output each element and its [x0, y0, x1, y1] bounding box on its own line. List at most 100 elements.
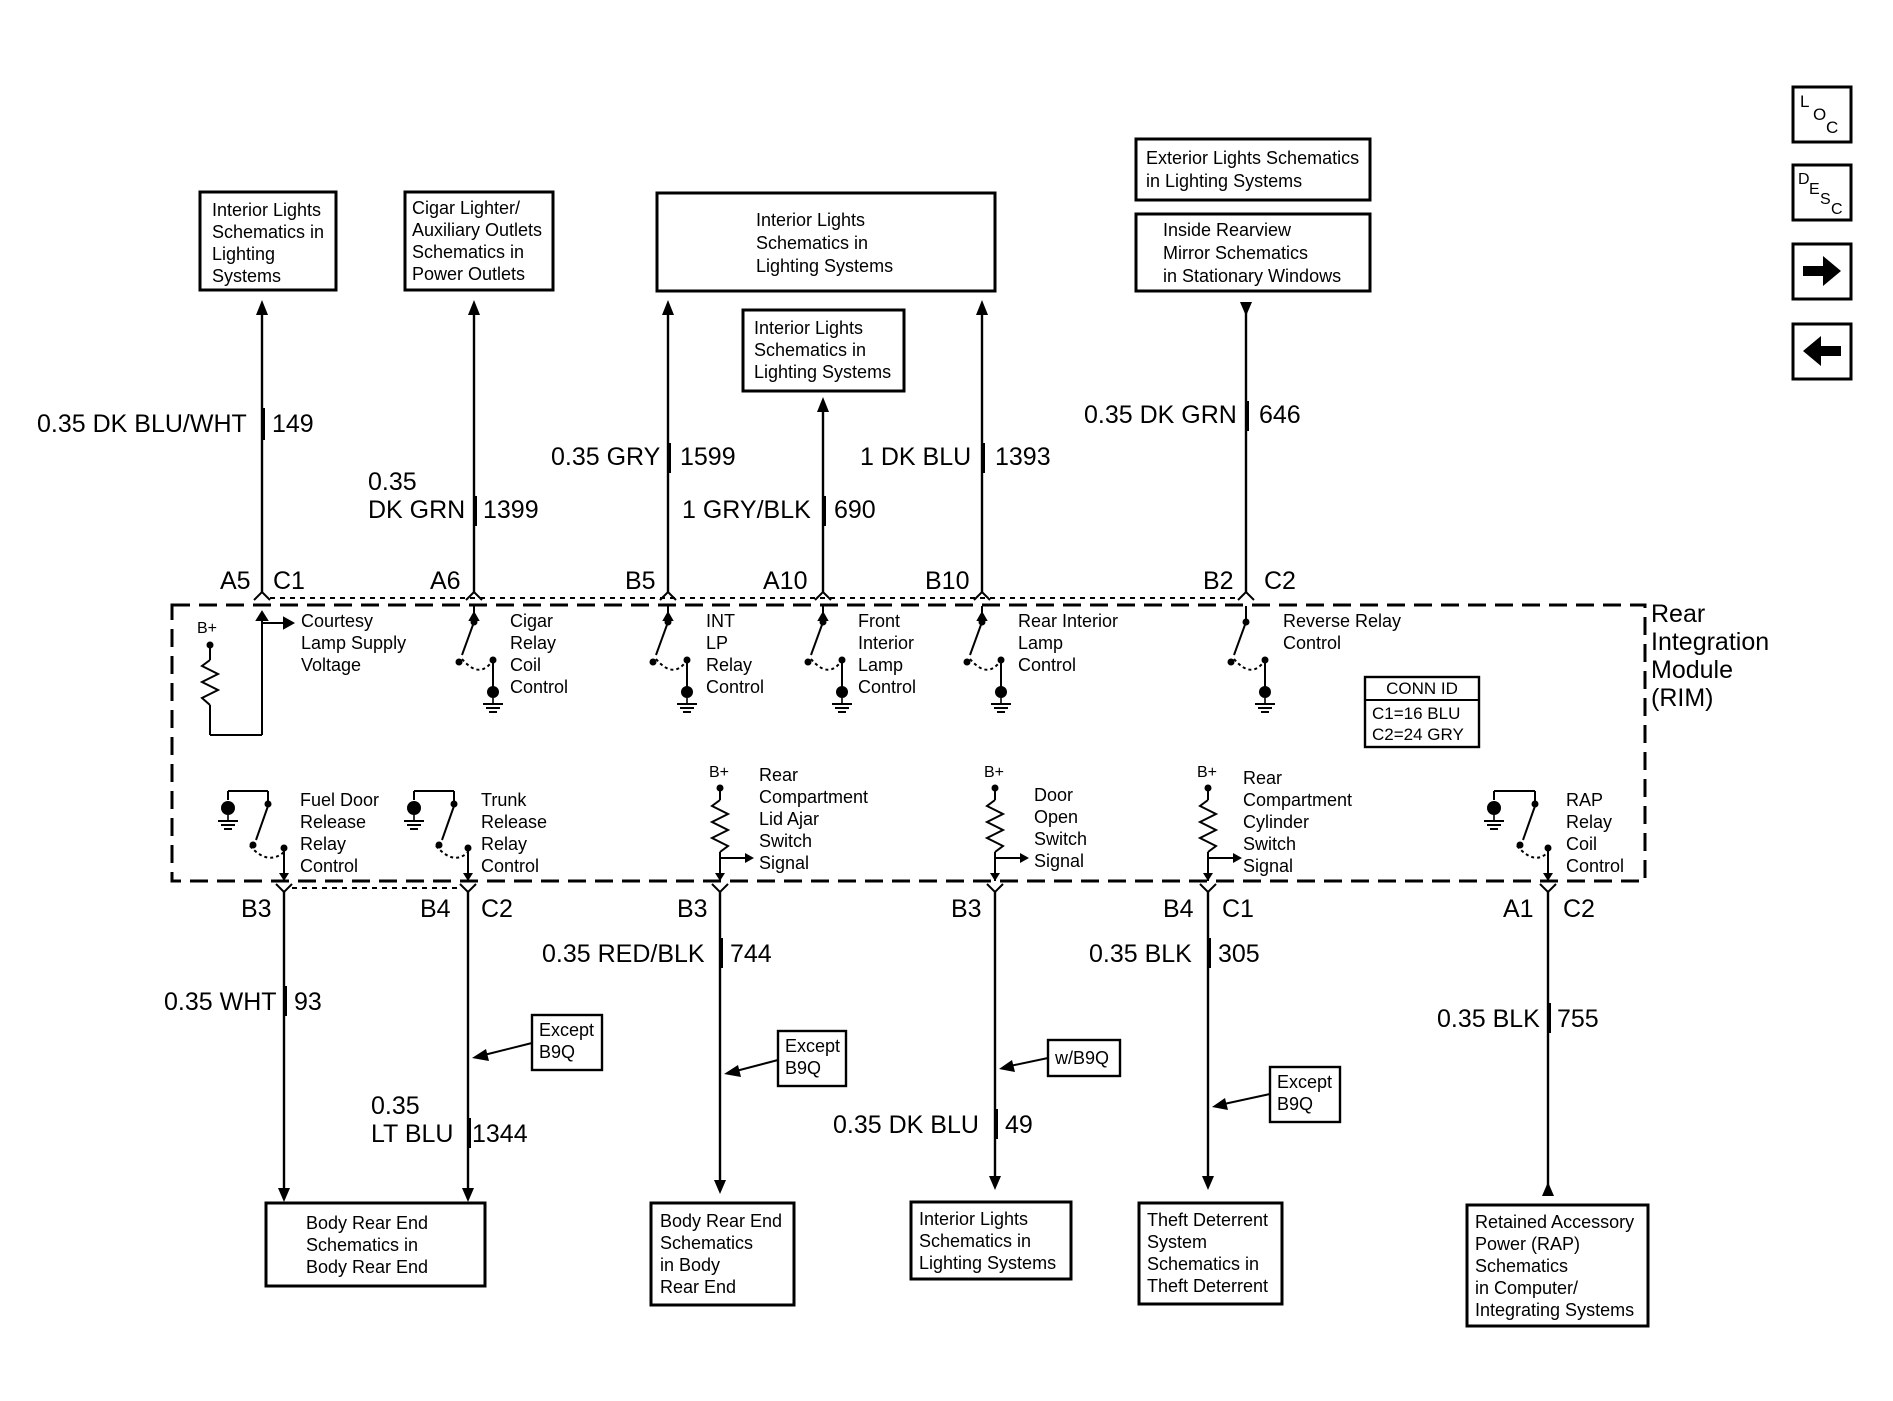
box-line: Body Rear End	[660, 1211, 782, 1231]
box-line: Schematics in	[919, 1231, 1031, 1251]
previous-page-button[interactable]	[1791, 322, 1853, 381]
b-plus-label: B+	[984, 764, 1004, 781]
bottom-connector	[275, 883, 1557, 894]
circuit-number: 49	[1005, 1111, 1033, 1139]
wire-gauge-color: 1 DK BLU	[860, 443, 971, 471]
arrow-up-icon	[817, 397, 829, 412]
desc-button[interactable]: D E S C	[1791, 163, 1853, 222]
pin-label: B2	[1203, 567, 1234, 595]
conn-id-title: CONN ID	[1386, 679, 1458, 698]
pin-label: B3	[677, 895, 708, 923]
bottom-box-body-rear-end-1[interactable]: Body Rear End Schematics in Body Rear En…	[264, 1201, 487, 1288]
arrow-down-icon	[278, 1188, 290, 1202]
box-line: Schematics in	[756, 233, 868, 253]
function-label: Rear Interior	[1018, 611, 1118, 631]
upper-function-labels: Courtesy Lamp Supply Voltage Cigar Relay…	[301, 611, 1401, 697]
bottom-wire-lines	[282, 892, 1550, 1190]
function-label: Fuel Door	[300, 790, 379, 810]
function-label: Cylinder	[1243, 812, 1309, 832]
bottom-box-interior-lights[interactable]: Interior Lights Schematics in Lighting S…	[909, 1200, 1073, 1281]
rim-module-outline	[170, 603, 1647, 883]
bottom-wire-labels: 0.35 WHT 93 0.35 LT BLU 1344 0.35 RED/BL…	[164, 940, 1599, 1148]
wire-gauge-color: 1 GRY/BLK	[682, 496, 811, 524]
top-box-interior-lights-2[interactable]: Interior Lights Schematics in Lighting S…	[655, 191, 997, 293]
function-label: LP	[706, 633, 728, 653]
pin-label: B4	[1163, 895, 1194, 923]
bottom-arrowheads	[278, 1176, 1554, 1202]
bottom-box-rap-schematics[interactable]: Retained Accessory Power (RAP) Schematic…	[1465, 1203, 1650, 1328]
function-label: Open	[1034, 807, 1078, 827]
box-line: Inside Rearview	[1163, 220, 1292, 240]
module-name-line: (RIM)	[1651, 684, 1713, 712]
next-page-button[interactable]	[1791, 242, 1853, 301]
box-line: Retained Accessory	[1475, 1212, 1634, 1232]
loc-letter: O	[1813, 105, 1826, 124]
left-arrow-icon	[1803, 336, 1841, 366]
note-except-b9q-1: Except B9Q	[472, 1013, 604, 1072]
connector-label: C1	[273, 567, 305, 595]
function-label: Cigar	[510, 611, 553, 631]
b-plus-node	[206, 641, 214, 649]
circuit-number: 1393	[995, 443, 1051, 471]
function-label: Signal	[759, 853, 809, 873]
box-line: Integrating Systems	[1475, 1300, 1634, 1320]
box-line: Auxiliary Outlets	[412, 220, 542, 240]
loc-letter: C	[1826, 118, 1838, 137]
courtesy-lamp-circuit	[199, 610, 296, 736]
circuit-number: 744	[730, 940, 772, 968]
function-label: Switch	[759, 831, 812, 851]
top-box-interior-lights-1[interactable]: Interior Lights Schematics in Lighting S…	[198, 190, 338, 292]
function-label: Courtesy	[301, 611, 373, 631]
top-wire-labels: 0.35 DK BLU/WHT 149 0.35 DK GRN 1399 0.3…	[37, 401, 1301, 524]
box-line: in Body	[660, 1255, 720, 1275]
label-divider-lines	[263, 401, 1249, 526]
function-label: Release	[300, 812, 366, 832]
arrow-down-icon	[714, 1180, 726, 1194]
desc-letter: C	[1831, 201, 1843, 218]
note-line: w/B9Q	[1054, 1048, 1109, 1068]
function-label: RAP	[1566, 790, 1603, 810]
function-label: Front	[858, 611, 900, 631]
arrow-left-icon	[724, 1065, 741, 1077]
module-name: Rear Integration Module (RIM)	[1651, 600, 1769, 712]
pin-label: A1	[1503, 895, 1534, 923]
function-label: Rear	[759, 765, 798, 785]
loc-button[interactable]: L O C	[1791, 85, 1853, 144]
function-label: Signal	[1243, 856, 1293, 876]
bottom-box-body-rear-end-2[interactable]: Body Rear End Schematics in Body Rear En…	[649, 1201, 796, 1307]
top-box-exterior-lights[interactable]: Exterior Lights Schematics in Lighting S…	[1134, 137, 1372, 202]
function-label: Relay	[300, 834, 346, 854]
bottom-box-theft-deterrent[interactable]: Theft Deterrent System Schematics in The…	[1137, 1201, 1284, 1306]
function-label: Control	[1566, 856, 1624, 876]
switch-signal-resistors	[709, 788, 1233, 881]
box-line: Body Rear End	[306, 1257, 428, 1277]
lower-function-labels: Fuel Door Release Relay Control Trunk Re…	[300, 765, 1624, 876]
bottom-pin-labels: B3 B4 C2 B3 B3 B4 C1 A1 C2	[241, 895, 1595, 923]
box-line: in Stationary Windows	[1163, 266, 1341, 286]
function-label: Release	[481, 812, 547, 832]
conn-id-box: CONN ID C1=16 BLU C2=24 GRY	[1363, 675, 1481, 749]
desc-letter: D	[1798, 171, 1810, 188]
function-label: Lamp	[858, 655, 903, 675]
top-box-interior-lights-3[interactable]: Interior Lights Schematics in Lighting S…	[741, 308, 906, 393]
top-box-cigar-lighter[interactable]: Cigar Lighter/ Auxiliary Outlets Schemat…	[403, 190, 555, 292]
function-label: Switch	[1243, 834, 1296, 854]
box-line: in Computer/	[1475, 1278, 1578, 1298]
module-name-line: Module	[1651, 656, 1733, 684]
circuit-number: 755	[1557, 1005, 1599, 1033]
box-line: Schematics in	[212, 222, 324, 242]
box-line: Mirror Schematics	[1163, 243, 1308, 263]
top-arrowheads	[256, 300, 1252, 412]
top-connector	[253, 590, 1255, 601]
switch-signal-nodes	[715, 784, 1242, 881]
box-line: Power Outlets	[412, 264, 525, 284]
conn-id-line: C1=16 BLU	[1372, 704, 1460, 723]
ground-symbols-upper	[482, 686, 1276, 713]
top-box-inside-rearview-mirror[interactable]: Inside Rearview Mirror Schematics in Sta…	[1134, 212, 1372, 293]
function-label: Relay	[1566, 812, 1612, 832]
box-line: Interior Lights	[212, 200, 321, 220]
note-line: B9Q	[785, 1058, 821, 1078]
b-plus-label: B+	[1197, 764, 1217, 781]
function-label: Compartment	[1243, 790, 1352, 810]
function-label: Lamp	[1018, 633, 1063, 653]
